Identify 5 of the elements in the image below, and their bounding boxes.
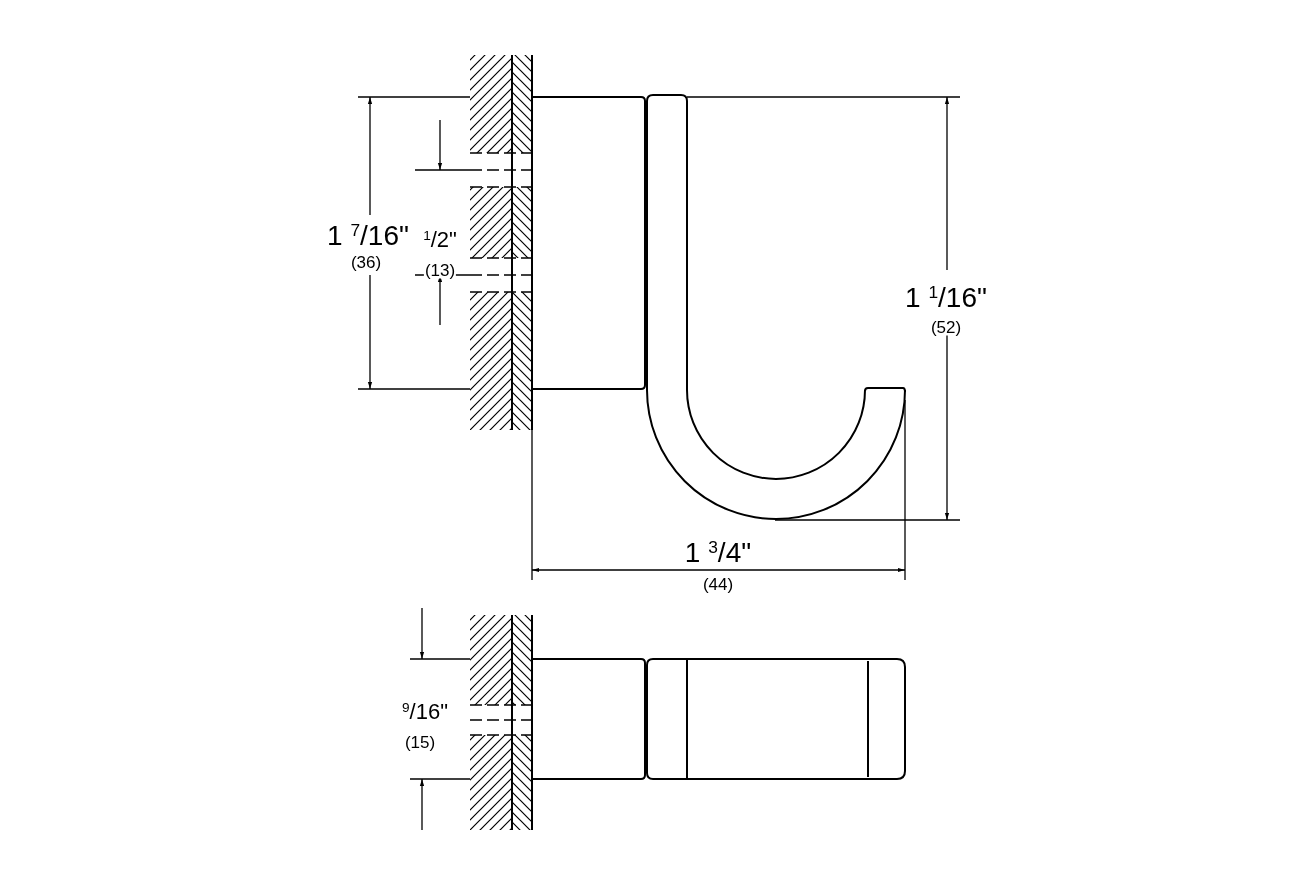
dimension-value: (52) [929,318,963,336]
dimension-value: (15) [403,733,437,751]
dimension-value: (13) [423,261,457,279]
dimension-value: (44) [701,575,735,593]
dimension-value: (36) [349,253,383,271]
